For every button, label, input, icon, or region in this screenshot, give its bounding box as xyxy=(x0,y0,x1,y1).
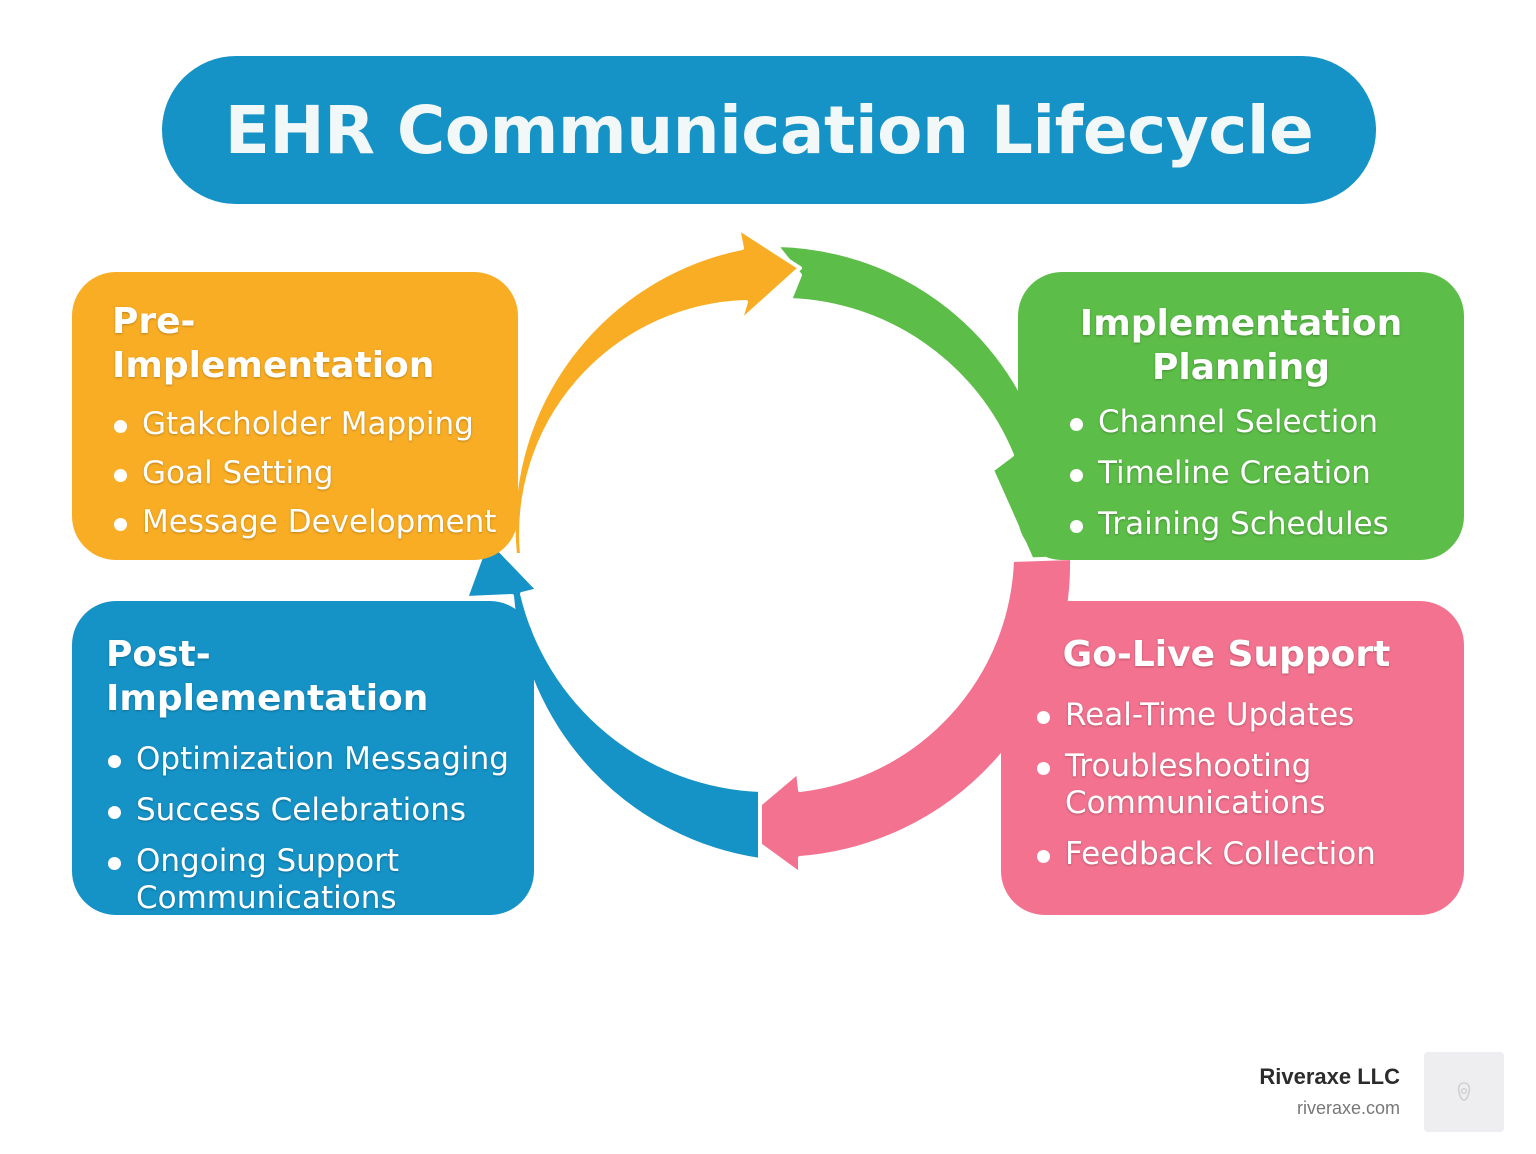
cycle-arrow-pre xyxy=(511,226,802,557)
list-item: Channel Selection xyxy=(1068,404,1444,441)
phase-title: Post-Implementation xyxy=(106,634,429,719)
bullet-icon xyxy=(1037,762,1050,776)
phase-pre-implementation: Pre-Implementation Gtakcholder Mapping G… xyxy=(72,272,518,560)
brand-name: Riveraxe LLC xyxy=(1259,1064,1400,1089)
bullet-icon xyxy=(1070,520,1083,534)
item-text: Feedback Collection xyxy=(1065,836,1376,873)
list-item: Ongoing Support Communications xyxy=(106,843,518,917)
item-text: Goal Setting xyxy=(142,455,334,491)
list-item: Training Schedules xyxy=(1068,506,1444,543)
phase-title: Implementation Planning xyxy=(1079,303,1403,388)
riveraxe-logo-icon xyxy=(1424,1052,1504,1132)
phase-title: Pre-Implementation xyxy=(112,301,435,386)
list-item: Feedback Collection xyxy=(1035,836,1448,873)
bullet-icon xyxy=(1037,850,1050,864)
item-text: Gtakcholder Mapping xyxy=(142,405,474,442)
list-item: Goal Setting xyxy=(112,455,498,492)
bullet-icon xyxy=(108,806,121,819)
list-item: Troubleshooting Communications xyxy=(1035,748,1448,822)
item-text: Troubleshooting Communications xyxy=(1065,748,1326,822)
phase-items: Channel Selection Timeline Creation Trai… xyxy=(1068,404,1444,544)
bullet-icon xyxy=(114,419,127,433)
bullet-icon xyxy=(108,857,121,871)
bullet-icon xyxy=(1037,710,1050,724)
item-text: Training Schedules xyxy=(1098,506,1389,543)
phase-title: Go-Live Support xyxy=(1062,634,1391,675)
item-text: Optimization Messaging xyxy=(136,740,509,777)
item-text: Real-Time Updates xyxy=(1065,696,1355,733)
brand-credit: Riveraxe LLC riveraxe.com xyxy=(1259,1064,1400,1119)
bullet-icon xyxy=(1070,417,1083,431)
title-banner: EHR Communication Lifecycle xyxy=(162,56,1376,204)
item-text: Channel Selection xyxy=(1098,403,1378,440)
bullet-icon xyxy=(114,469,127,482)
brand-url: riveraxe.com xyxy=(1296,1098,1400,1118)
bullet-icon xyxy=(1070,469,1083,482)
list-item: Message Development xyxy=(112,504,498,541)
bullet-icon xyxy=(114,518,127,532)
logo-glyph-icon xyxy=(1457,1082,1471,1101)
phase-items: Optimization Messaging Success Celebrati… xyxy=(106,741,518,918)
phase-items: Gtakcholder Mapping Goal Setting Message… xyxy=(112,406,498,542)
item-text: Message Development xyxy=(142,504,497,541)
list-item: Timeline Creation xyxy=(1068,455,1444,492)
cycle-arrow-post xyxy=(464,536,762,862)
list-item: Optimization Messaging xyxy=(106,741,518,778)
list-item: Real-Time Updates xyxy=(1035,697,1448,734)
item-text: Timeline Creation xyxy=(1098,455,1371,491)
phase-post-implementation: Post-Implementation Optimization Messagi… xyxy=(72,601,534,918)
list-item: Gtakcholder Mapping xyxy=(112,406,498,443)
phase-implementation-planning: Implementation Planning Channel Selectio… xyxy=(1018,272,1464,560)
item-text: Ongoing Support Communications xyxy=(136,843,400,917)
list-item: Success Celebrations xyxy=(106,792,518,829)
phase-go-live-support: Go-Live Support Real-Time Updates Troubl… xyxy=(1001,601,1464,915)
item-text: Success Celebrations xyxy=(136,792,466,828)
bullet-icon xyxy=(108,754,121,768)
phase-items: Real-Time Updates Troubleshooting Commun… xyxy=(1035,697,1448,874)
diagram-title: EHR Communication Lifecycle xyxy=(224,91,1314,169)
